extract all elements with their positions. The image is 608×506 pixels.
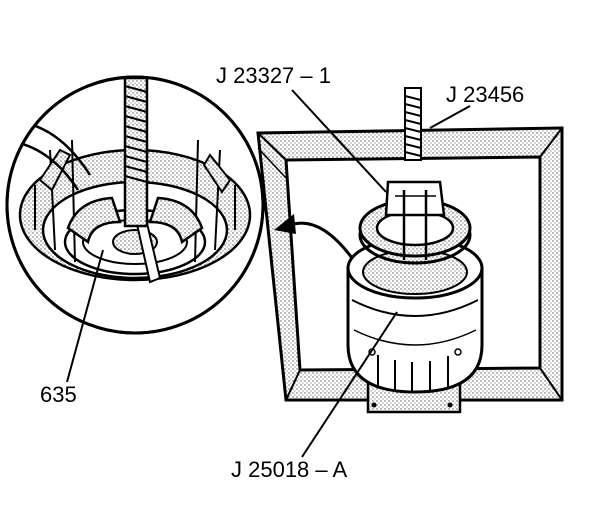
detail-arrow	[274, 214, 354, 259]
label-j25018-a: J 25018 – A	[231, 457, 348, 482]
leader-lines	[66, 89, 471, 458]
compressor-bridge	[358, 180, 472, 265]
detail-view	[5, 75, 265, 335]
label-j23327-1: J 23327 – 1	[216, 63, 331, 88]
forcing-screw	[404, 87, 422, 161]
label-j23456: J 23456	[446, 82, 525, 107]
label-part-635: 635	[40, 382, 77, 407]
